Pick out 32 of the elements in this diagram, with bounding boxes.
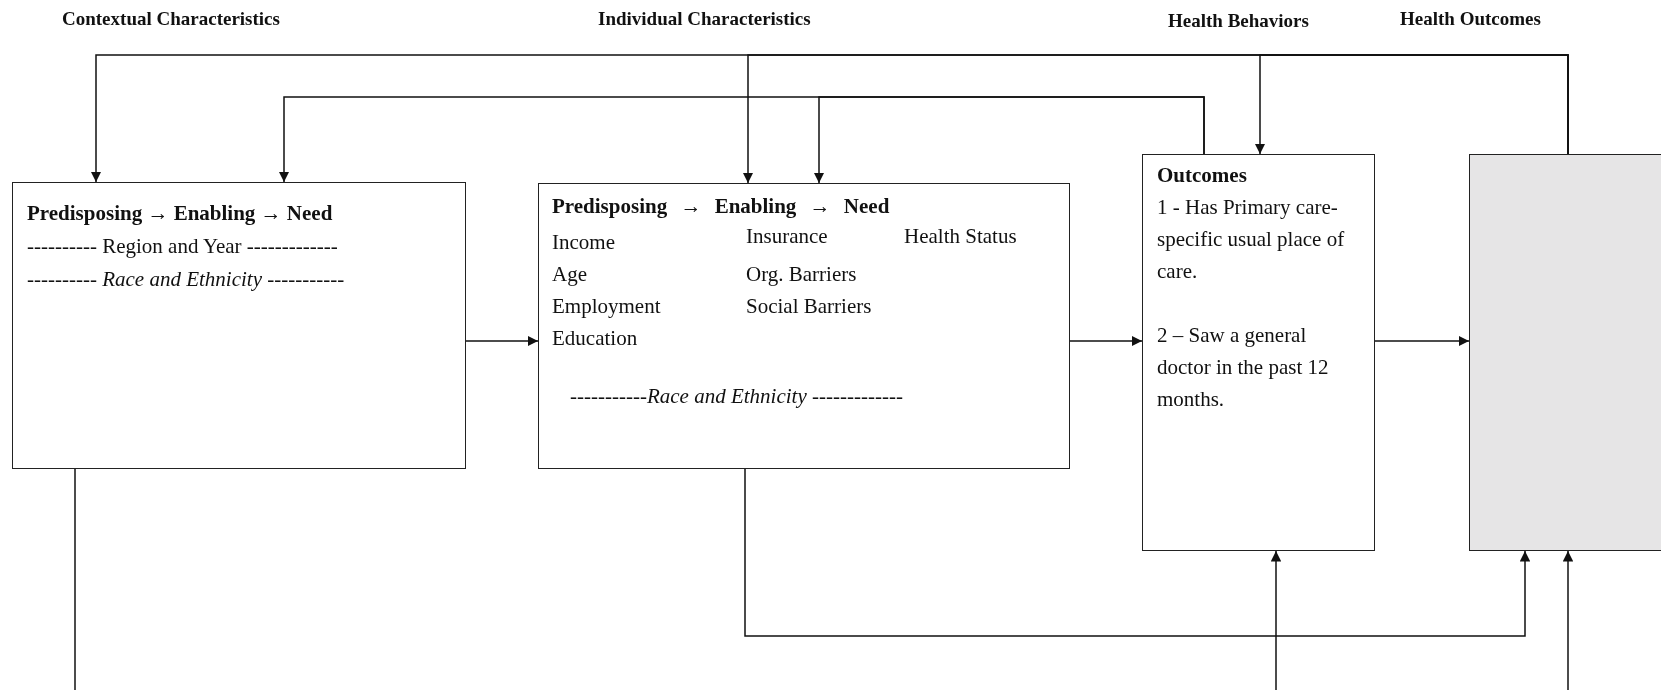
connector-arrow bbox=[744, 468, 1531, 637]
box-text: Insurance bbox=[746, 223, 828, 250]
box-text: Income bbox=[552, 229, 615, 256]
connector-arrow bbox=[1069, 335, 1143, 347]
connector-arrow bbox=[1374, 335, 1470, 347]
box-heading: Predisposing → Enabling → Need bbox=[552, 193, 890, 220]
connector-arrow bbox=[465, 335, 539, 347]
empty-box bbox=[1469, 154, 1661, 551]
box-text: Social Barriers bbox=[746, 293, 872, 320]
process-box bbox=[1142, 154, 1375, 551]
process-box bbox=[12, 182, 466, 469]
box-text: Org. Barriers bbox=[746, 261, 857, 288]
connector-arrow bbox=[813, 96, 1205, 184]
box-text: Education bbox=[552, 325, 638, 352]
box-text: Employment bbox=[552, 293, 661, 320]
process-box bbox=[538, 183, 1070, 469]
connector-arrow bbox=[1270, 550, 1282, 690]
box-heading: Outcomes bbox=[1157, 162, 1247, 189]
connector-arrow bbox=[1562, 550, 1574, 690]
box-text: Age bbox=[552, 261, 587, 288]
box-text: 1 - Has Primary care-specific usual place of care. bbox=[1157, 194, 1346, 285]
connector-arrow bbox=[1254, 54, 1569, 155]
column-heading: Individual Characteristics bbox=[598, 8, 811, 30]
box-heading: Predisposing → Enabling → Need bbox=[27, 200, 333, 227]
column-heading: Health Outcomes bbox=[1400, 8, 1541, 30]
box-text: -----------Race and Ethnicity ------------- bbox=[570, 383, 903, 410]
box-text: ---------- Region and Year ------------- bbox=[27, 233, 338, 260]
box-text: ---------- Race and Ethnicity ----------- bbox=[27, 266, 345, 293]
box-text: 2 – Saw a general doctor in the past 12 months. bbox=[1157, 322, 1330, 413]
box-text: Health Status bbox=[904, 223, 1017, 250]
column-heading: Contextual Characteristics bbox=[62, 8, 280, 30]
column-heading: Health Behaviors bbox=[1168, 10, 1309, 32]
